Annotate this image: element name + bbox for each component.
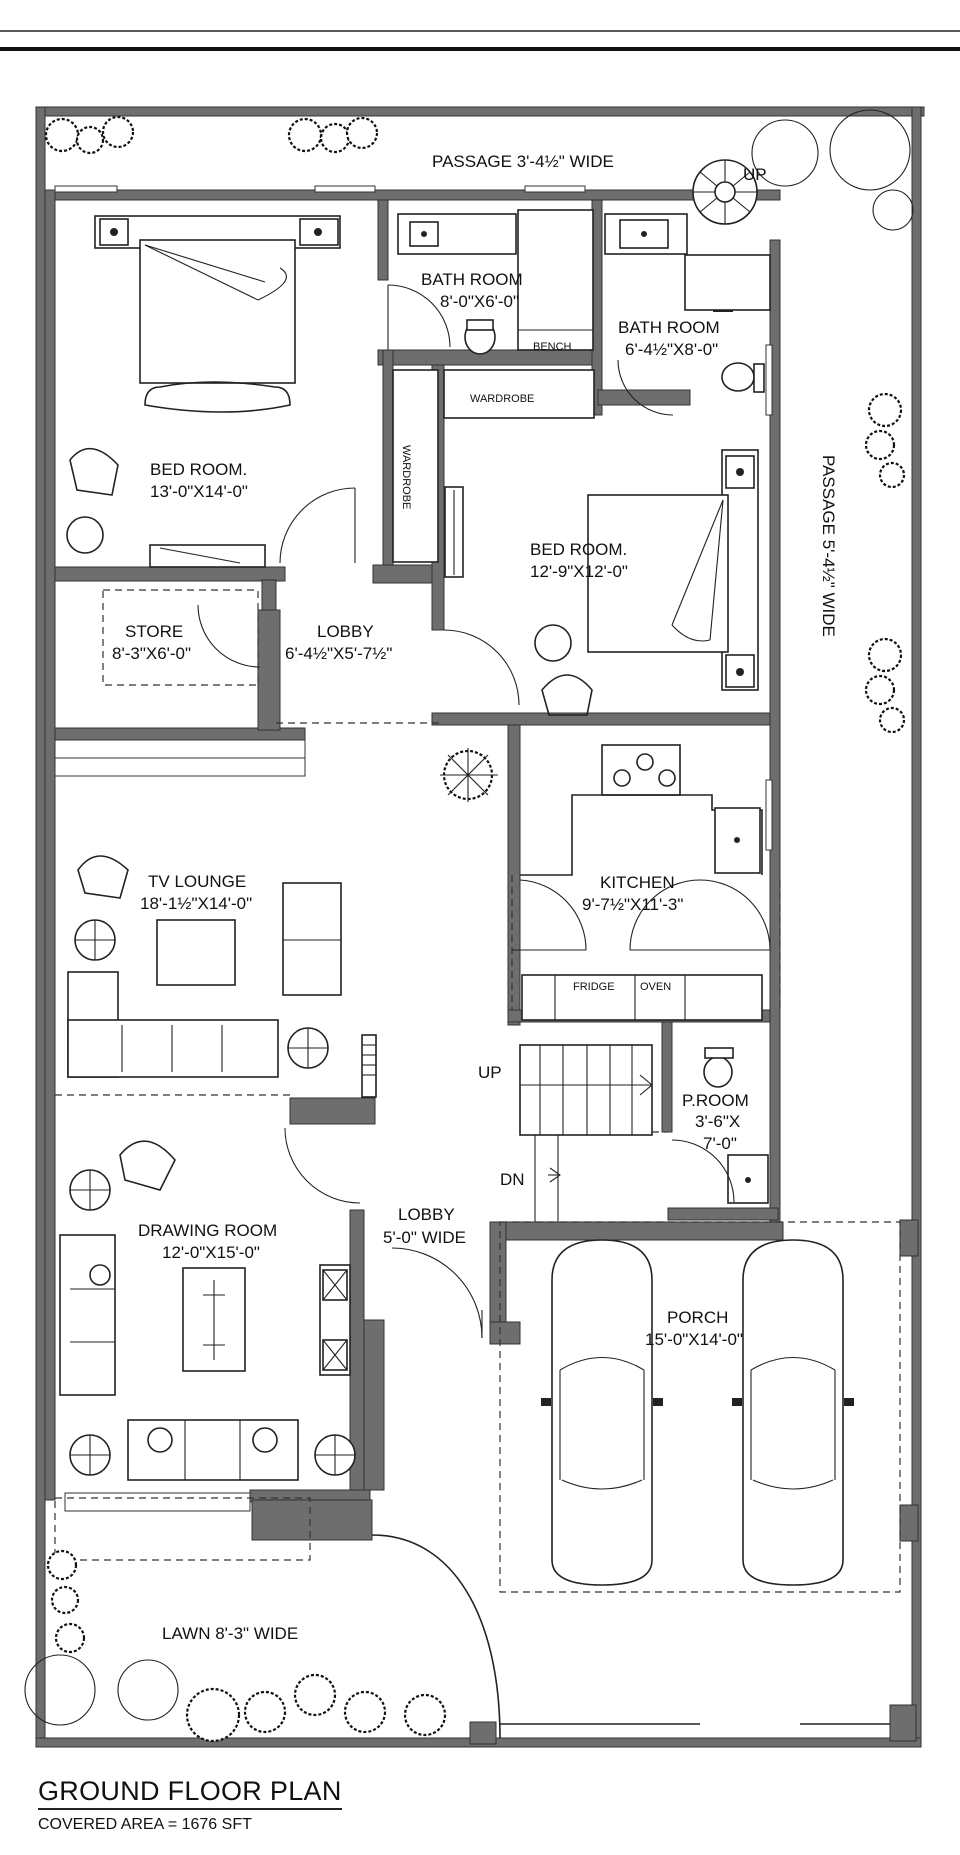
passage-top-label: PASSAGE 3'-4½" WIDE [432,152,614,171]
car-right [732,1239,854,1586]
lobby-1-size: 6'-4½"X5'-7½" [285,644,392,663]
interior-walls [54,199,784,1541]
bath-room-2-fixtures [604,213,771,416]
store-name: STORE [125,622,183,641]
drawing-room-size: 12'-0"X15'-0" [162,1243,260,1262]
outer-walls [35,106,925,1748]
lawn-label: LAWN 8'-3" WIDE [162,1624,298,1643]
bath-room-1-size: 8'-0"X6'-0" [440,292,519,311]
tv-lounge-name: TV LOUNGE [148,872,246,891]
fixture-labels: BENCH WARDROBE WARDROBE FRIDGE OVEN [400,341,671,993]
bath-room-1-name: BATH ROOM [421,270,523,289]
kitchen-name: KITCHEN [600,873,675,892]
tv-lounge-size: 18'-1½"X14'-0" [140,894,252,913]
p-room-name: P.ROOM [682,1091,749,1110]
shrubs-and-trees [24,109,914,1743]
porch-name: PORCH [667,1308,728,1327]
kitchen-fixtures [512,744,771,1021]
drawing-room-name: DRAWING ROOM [138,1221,277,1240]
plan-title: GROUND FLOOR PLAN [38,1776,342,1810]
tv-lounge-furniture [67,855,377,1098]
p-room-fixtures [661,1021,769,1204]
bath-room-2-size: 6'-4½"X8'-0" [625,340,718,359]
kitchen-size: 9'-7½"X11'-3" [582,895,683,914]
bed-room-1-name: BED ROOM. [150,460,247,479]
lobby-1-door-swings [197,487,356,668]
bed-room-2-name: BED ROOM. [530,540,627,559]
title-block: GROUND FLOOR PLAN COVERED AREA = 1676 SF… [38,1776,342,1834]
bath-room-2-name: BATH ROOM [618,318,720,337]
main-stair [519,1044,653,1222]
car-left [541,1239,663,1586]
lobby-2-size: 5'-0" WIDE [383,1228,466,1247]
room-labels: PASSAGE 3'-4½" WIDE PASSAGE 5'-4½" WIDE … [112,152,838,1643]
covered-area-label: COVERED AREA = 1676 SFT [38,1816,252,1833]
fridge-label: FRIDGE [573,981,615,993]
house-plant [440,748,498,802]
passage-right-label: PASSAGE 5'-4½" WIDE [819,455,838,637]
stair-down-label: DN [500,1170,525,1189]
lobby-1-name: LOBBY [317,622,374,641]
p-room-size-line-2: 7'-0" [703,1134,737,1153]
wardrobe-2-label: WARDROBE [470,393,534,405]
store-size: 8'-3"X6'-0" [112,644,191,663]
spiral-stair [692,159,758,225]
wardrobe-1-label: WARDROBE [400,445,412,509]
oven-label: OVEN [640,981,671,993]
spiral-stair-up-label: UP [743,165,767,184]
p-room-size-line-1: 3'-6"X [695,1112,740,1131]
bath-room-1-fixtures [387,209,594,355]
bed-room-2-size: 12'-9"X12'-0" [530,562,628,581]
porch-size: 15'-0"X14'-0" [645,1330,743,1349]
header-rules [0,30,960,51]
stair-labels: UP UP DN [478,165,767,1189]
wardrobes [392,369,595,563]
bench-label: BENCH [533,341,572,353]
bed-room-2-furniture [443,449,759,716]
main-stair-up-label: UP [478,1063,502,1082]
bed-room-1-size: 13'-0"X14'-0" [150,482,248,501]
drawing-room-furniture [59,1127,483,1481]
bed-room-1-furniture [66,215,341,568]
lawn-path-curve [371,1534,501,1739]
lobby-2-name: LOBBY [398,1205,455,1224]
